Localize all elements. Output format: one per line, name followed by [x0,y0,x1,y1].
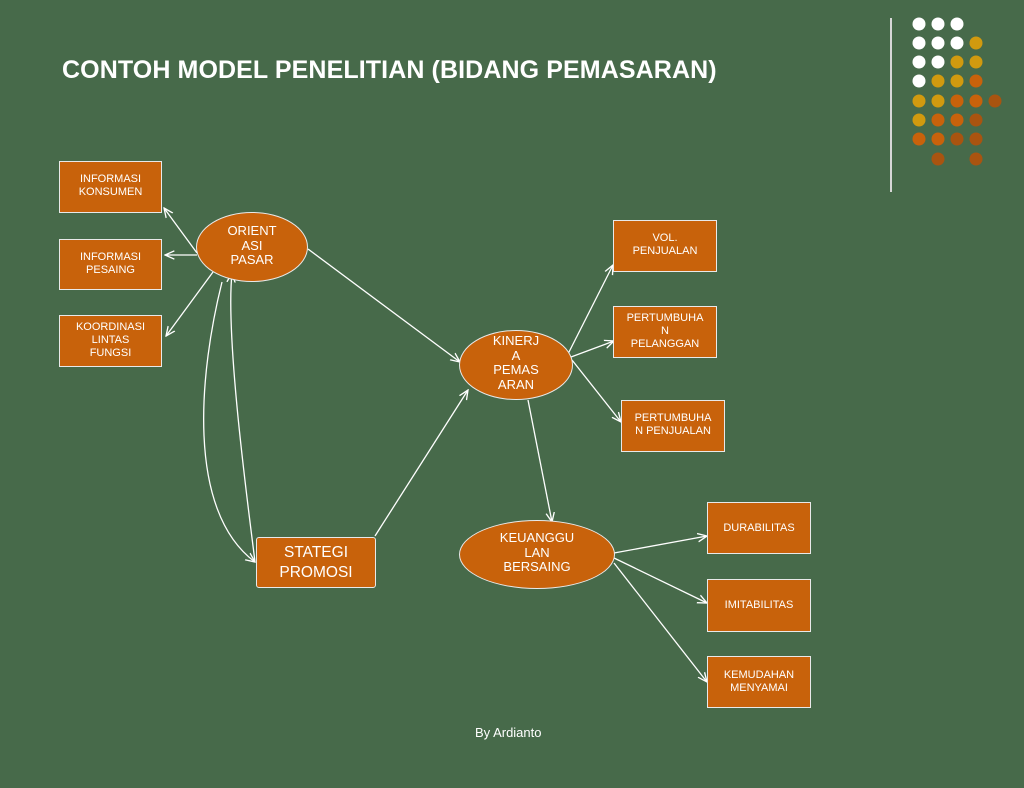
arrow-kinerja-to-vol [567,265,613,355]
node-informasi-pesaing: INFORMASI PESAING [59,239,162,290]
node-informasi-konsumen: INFORMASI KONSUMEN [59,161,162,213]
arrow-strategi-to-orientasi [231,273,256,563]
decorative-dot-grid [912,17,1002,166]
arrow-keunggulan-to-durabilitas [613,536,707,554]
slide-title: CONTOH MODEL PENELITIAN (BIDANG PEMASARA… [62,56,717,84]
divider-line [890,18,892,192]
node-keunggulan-bersaing: KEUANGGU LAN BERSAING [459,520,615,589]
footer-author: By Ardianto [475,725,542,740]
node-kinerja-pemasaran: KINERJ A PEMAS ARAN [459,330,573,400]
node-koordinasi-lintas-fungsi: KOORDINASI LINTAS FUNGSI [59,315,162,367]
node-kemudahan-menyamai: KEMUDAHAN MENYAMAI [707,656,811,708]
arrow-strategi-to-kinerja [374,390,468,537]
arrow-orientasi-to-kinerja [307,248,460,362]
node-durabilitas: DURABILITAS [707,502,811,554]
arrow-keunggulan-to-kemudahan [613,562,707,682]
node-imitabilitas: IMITABILITAS [707,579,811,632]
node-pertumbuhan-penjualan: PERTUMBUHA N PENJUALAN [621,400,725,452]
node-vol-penjualan: VOL. PENJUALAN [613,220,717,272]
arrow-kinerja-to-pelanggan [570,341,614,358]
arrow-kinerja-to-keunggulan [527,399,552,522]
arrow-orientasi-to-konsumen [164,208,198,254]
arrow-orientasi-to-strategi [203,281,255,562]
node-pertumbuhan-pelanggan: PERTUMBUHA N PELANGGAN [613,306,717,358]
arrow-kinerja-to-penjualan [571,359,621,422]
node-stategi-promosi: STATEGI PROMOSI [256,537,376,588]
arrow-keunggulan-to-imitabilitas [613,557,707,603]
node-orientasi-pasar: ORIENT ASI PASAR [196,212,308,282]
arrow-orientasi-to-koordinasi [166,271,214,336]
